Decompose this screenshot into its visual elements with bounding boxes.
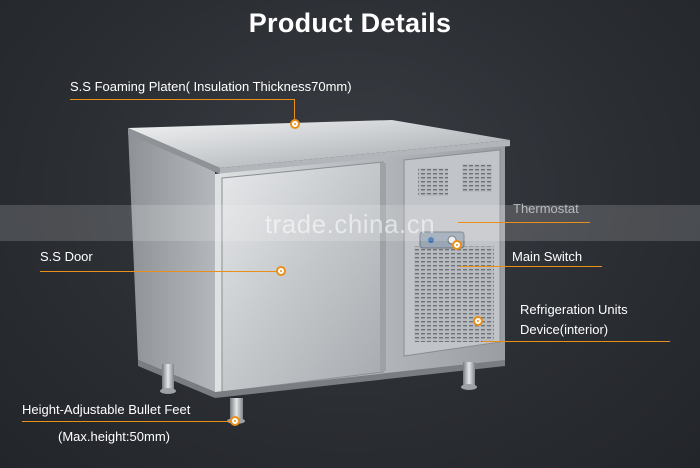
- callout-platen-connector: [294, 99, 295, 119]
- callout-door-label: S.S Door: [40, 249, 93, 264]
- callout-platen-label: S.S Foaming Platen( Insulation Thickness…: [70, 79, 352, 94]
- callout-refrigeration-label-2: Device(interior): [520, 322, 609, 337]
- callout-feet-line: [22, 421, 232, 422]
- callout-thermostat-label: Thermostat: [513, 201, 579, 216]
- page-title: Product Details: [248, 8, 452, 38]
- callout-feet-label-1: Height-Adjustable Bullet Feet: [22, 402, 191, 417]
- callout-feet-marker: [230, 416, 240, 426]
- callout-door-line: [40, 271, 280, 272]
- callout-main-switch-marker: [452, 240, 462, 250]
- callout-refrigeration-line: [482, 341, 670, 342]
- callout-thermostat-line: [458, 222, 590, 223]
- callout-platen-marker: [290, 119, 300, 129]
- callout-main-switch-label: Main Switch: [512, 249, 583, 264]
- callout-platen-line: [70, 99, 295, 100]
- callout-refrigeration-marker: [473, 316, 483, 326]
- watermark-band: [0, 205, 700, 241]
- callout-feet-label-2: (Max.height:50mm): [58, 429, 170, 444]
- callout-refrigeration-label-1: Refrigeration Units: [520, 302, 628, 317]
- watermark-text: trade.china.cn: [264, 209, 436, 239]
- callout-main-switch-line: [460, 266, 602, 267]
- callout-door-marker: [276, 266, 286, 276]
